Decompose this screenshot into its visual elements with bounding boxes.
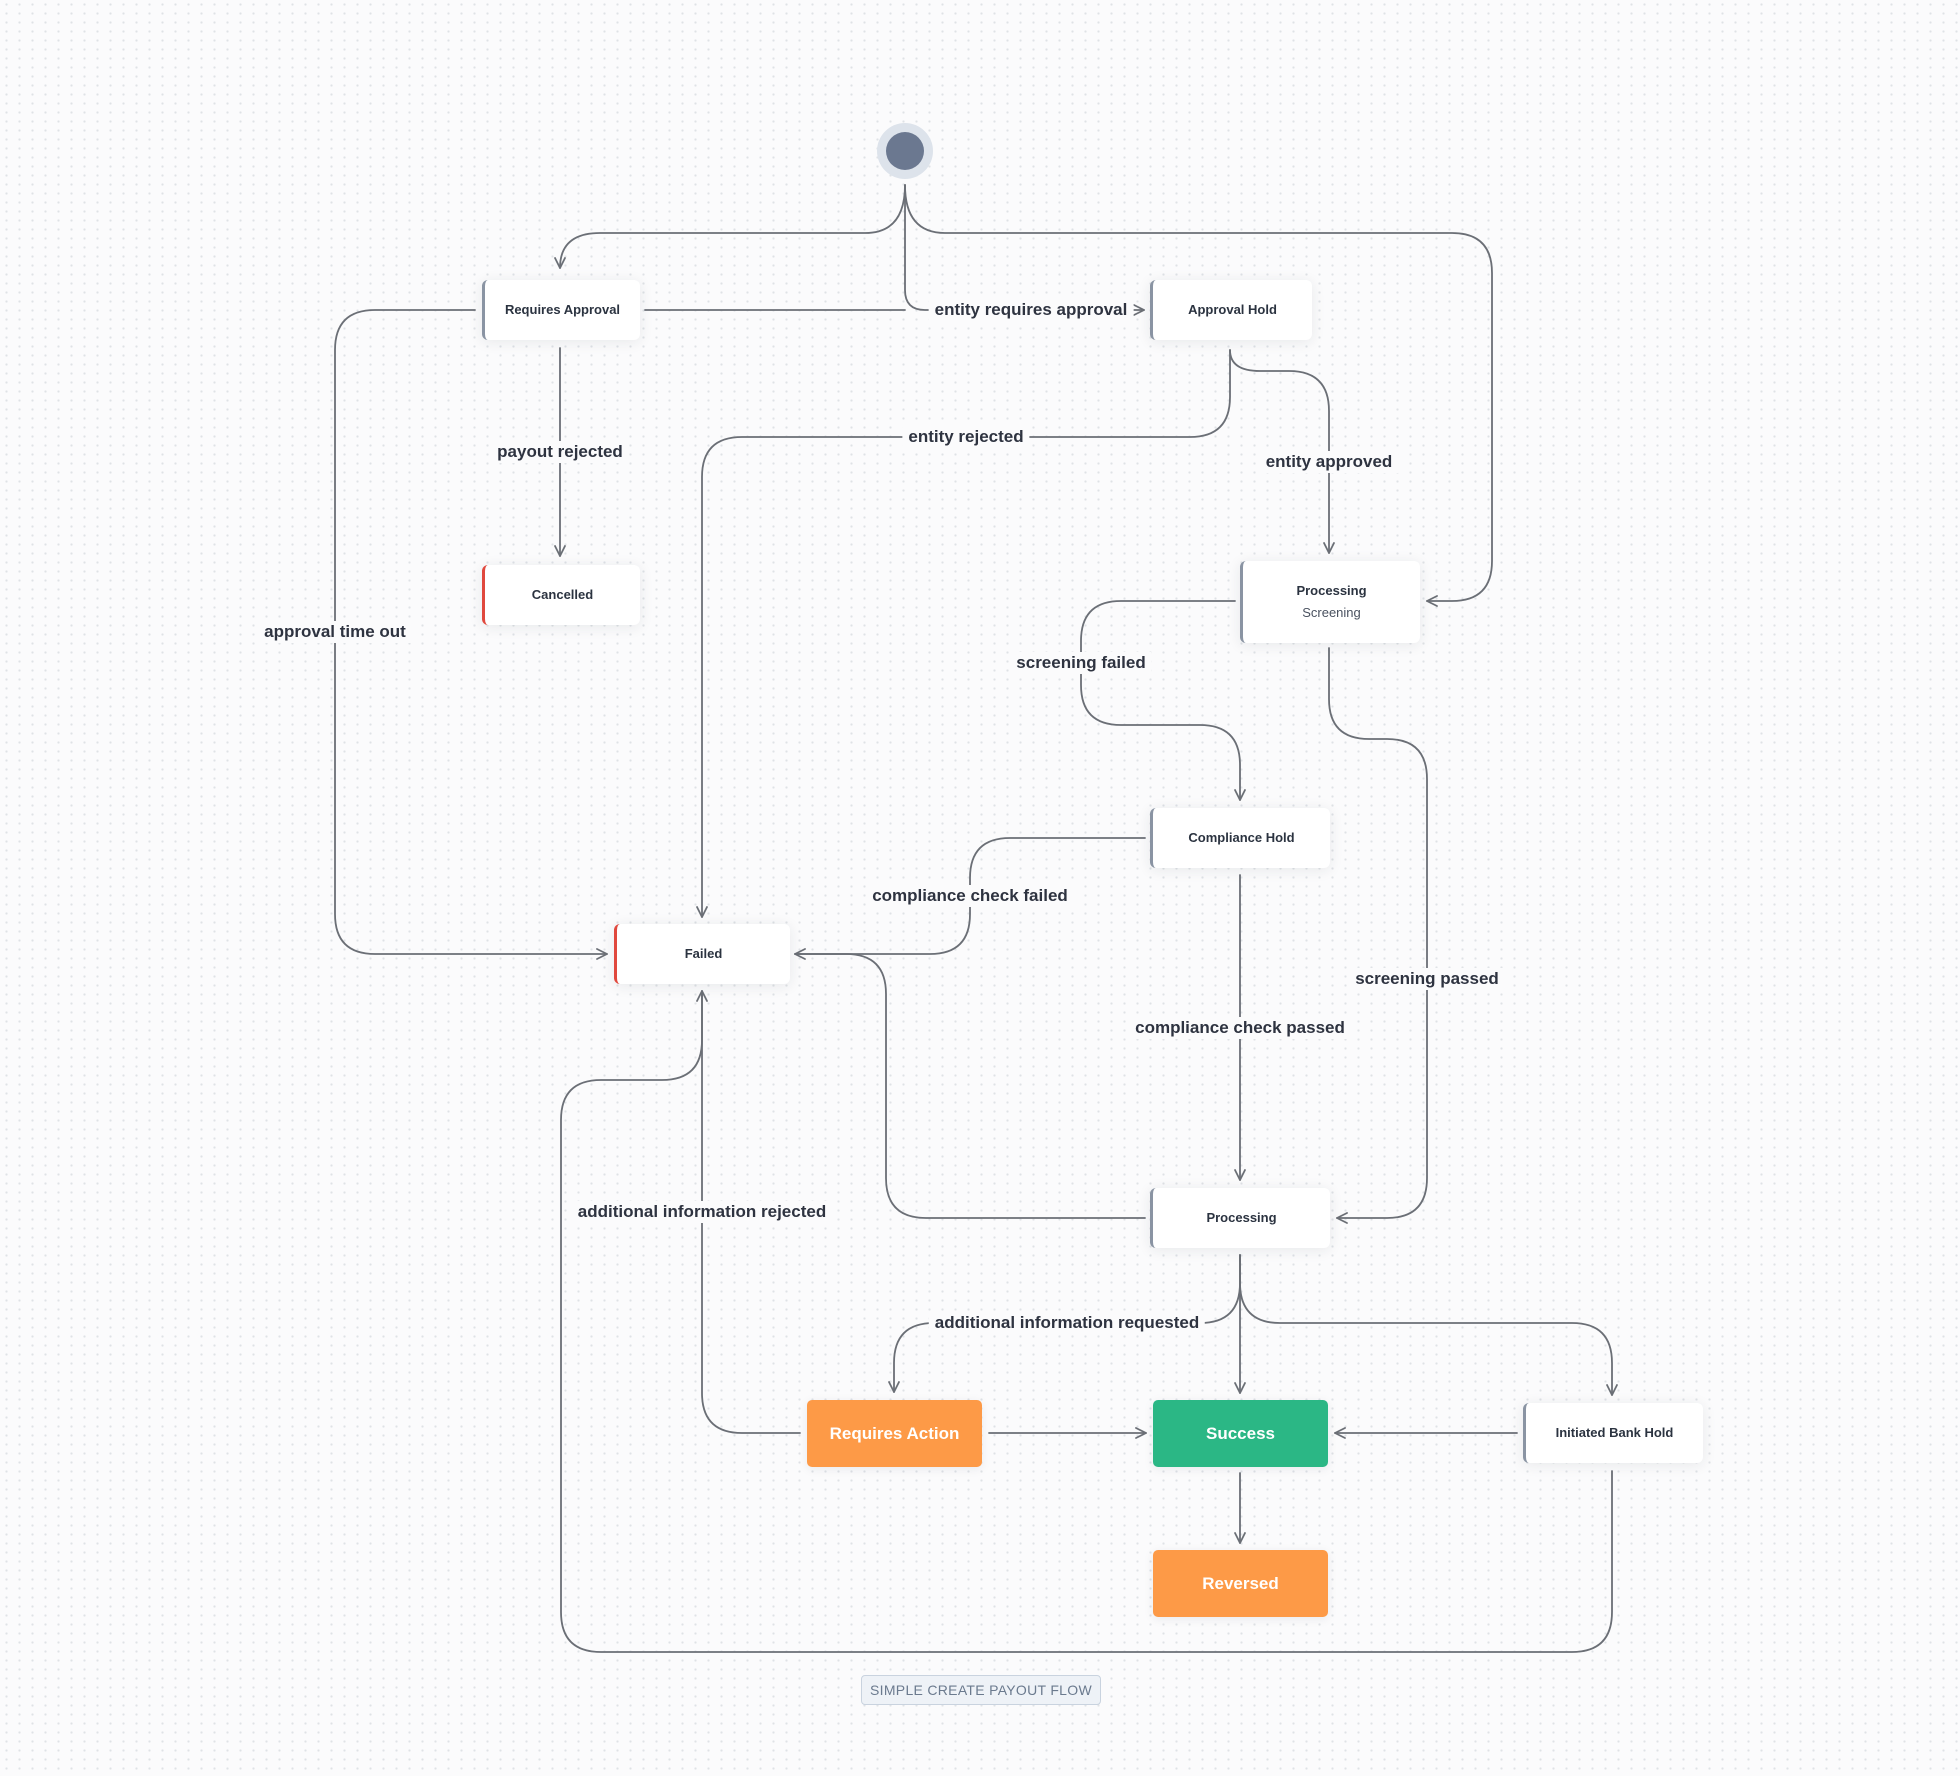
state-label: Processing	[1206, 1210, 1277, 1225]
edge-start-to-approval-hold	[904, 184, 1145, 316]
state-label: Requires Action	[829, 1423, 960, 1443]
diagram-caption: SIMPLE CREATE PAYOUT FLOW	[861, 1675, 1101, 1705]
state-initiated-bank-hold[interactable]: Initiated Bank Hold	[1523, 1403, 1703, 1463]
state-reversed[interactable]: Reversed	[1153, 1550, 1328, 1617]
state-label: Compliance Hold	[1188, 830, 1295, 845]
state-compliance-hold[interactable]: Compliance Hold	[1150, 808, 1330, 868]
edge-processing-to-initiated-bank-hold	[1239, 1254, 1618, 1396]
edge-processing-screening-to-compliance-hold	[1080, 600, 1246, 801]
label-entity-requires-approval: entity requires approval	[928, 299, 1134, 321]
label-additional-information-requested: additional information requested	[928, 1312, 1206, 1334]
edge-start-to-processing-screening	[904, 184, 1493, 607]
edge-start-to-requires-approval	[554, 184, 906, 269]
state-processing[interactable]: Processing	[1150, 1188, 1330, 1248]
label-entity-rejected: entity rejected	[902, 426, 1030, 448]
state-label: Cancelled	[531, 587, 594, 602]
edge-processing-to-failed	[794, 953, 1146, 1219]
label-approval-time-out: approval time out	[258, 621, 412, 643]
state-label: Reversed	[1202, 1573, 1279, 1593]
state-cancelled[interactable]: Cancelled	[482, 565, 640, 625]
state-label: Failed	[684, 946, 723, 961]
edge-requires-action-to-failed	[696, 990, 801, 1434]
label-additional-information-rejected: additional information rejected	[571, 1201, 833, 1223]
edge-processing-screening-to-processing	[1328, 647, 1428, 1224]
state-label: Initiated Bank Hold	[1555, 1425, 1674, 1440]
label-compliance-check-passed: compliance check passed	[1129, 1017, 1351, 1039]
state-requires-approval[interactable]: Requires Approval	[482, 280, 640, 340]
edge-initiated-bank-hold-to-failed	[560, 990, 1613, 1653]
start-node	[877, 123, 933, 179]
state-success[interactable]: Success	[1153, 1400, 1328, 1467]
state-label: Requires Approval	[504, 302, 621, 317]
state-processing-screening[interactable]: Processing Screening	[1240, 561, 1420, 643]
label-compliance-check-failed: compliance check failed	[866, 885, 1074, 907]
state-label: Approval Hold	[1188, 302, 1277, 317]
label-payout-rejected: payout rejected	[491, 441, 629, 463]
state-label: Success	[1206, 1423, 1275, 1443]
start-dot	[886, 132, 924, 170]
state-sublabel: Screening	[1302, 605, 1361, 620]
state-requires-action[interactable]: Requires Action	[807, 1400, 982, 1467]
state-approval-hold[interactable]: Approval Hold	[1150, 280, 1312, 340]
label-screening-passed: screening passed	[1349, 968, 1505, 990]
edge-approval-hold-to-processing-screening	[1229, 349, 1335, 554]
label-entity-approved: entity approved	[1259, 451, 1399, 473]
state-failed[interactable]: Failed	[614, 924, 790, 984]
label-screening-failed: screening failed	[1010, 652, 1152, 674]
state-label: Processing	[1296, 583, 1367, 598]
